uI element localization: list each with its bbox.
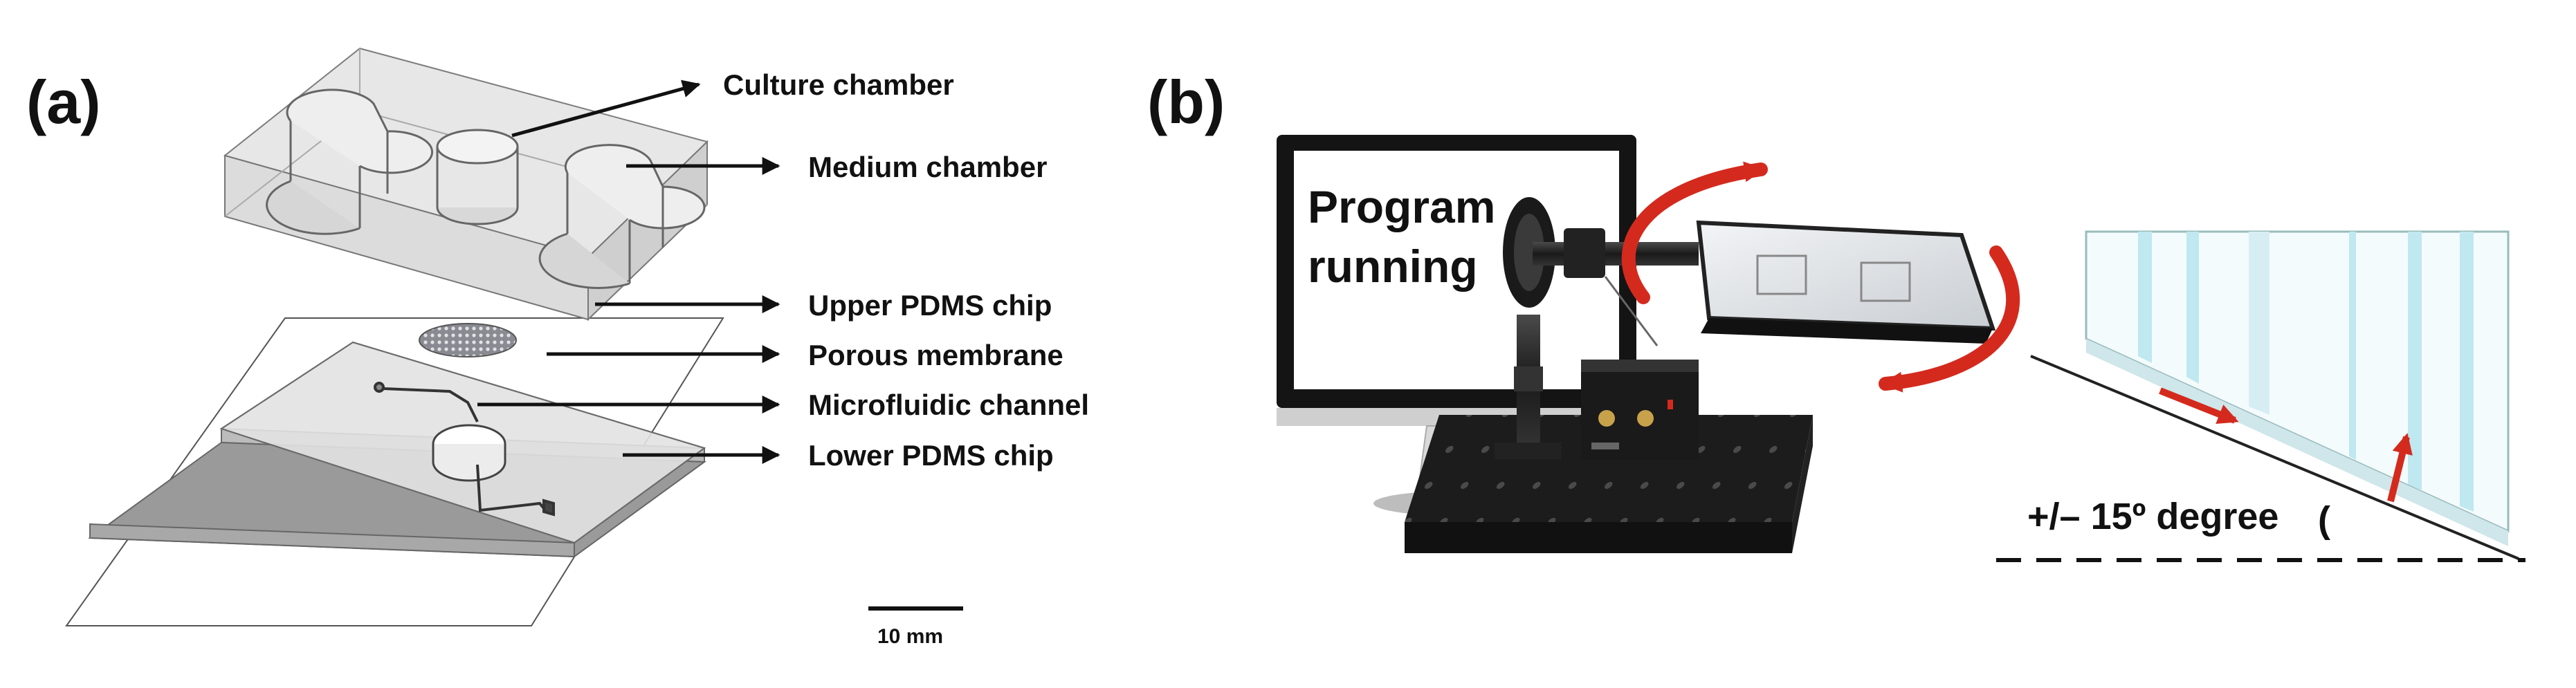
screen-text-line1: Program <box>1308 181 1495 232</box>
sample-holder <box>1696 220 1996 344</box>
label-upper-pdms-chip: Upper PDMS chip <box>808 289 1052 322</box>
scale-bar-label: 10 mm <box>877 625 943 648</box>
controller-box <box>1581 360 1699 460</box>
panel-a-letter: (a) <box>26 68 101 136</box>
rotation-arrow-icon <box>1621 161 2020 393</box>
optical-breadboard <box>1405 415 1813 553</box>
tilt-angle-label: +/– 15º degree <box>2027 496 2278 537</box>
label-lower-pdms-chip: Lower PDMS chip <box>808 439 1054 472</box>
panel-b-letter: (b) <box>1147 68 1225 136</box>
porous-membrane <box>419 323 517 357</box>
label-microfluidic-channel: Microfluidic channel <box>808 389 1089 421</box>
medium-chamber-left <box>266 89 434 235</box>
label-medium-chamber: Medium chamber <box>808 151 1047 183</box>
leader-arrows-a <box>477 80 780 464</box>
label-porous-membrane: Porous membrane <box>808 339 1063 371</box>
screen-text-line2: running <box>1308 241 1478 292</box>
mount-assembly <box>1495 197 1699 459</box>
microfluidic-channel <box>374 382 555 517</box>
tilt-arrow-icon <box>2159 387 2413 503</box>
label-culture-chamber: Culture chamber <box>723 68 954 101</box>
culture-chamber <box>436 129 519 225</box>
medium-chamber-right <box>538 144 706 289</box>
tilt-angle-mark: ( <box>2318 499 2330 541</box>
